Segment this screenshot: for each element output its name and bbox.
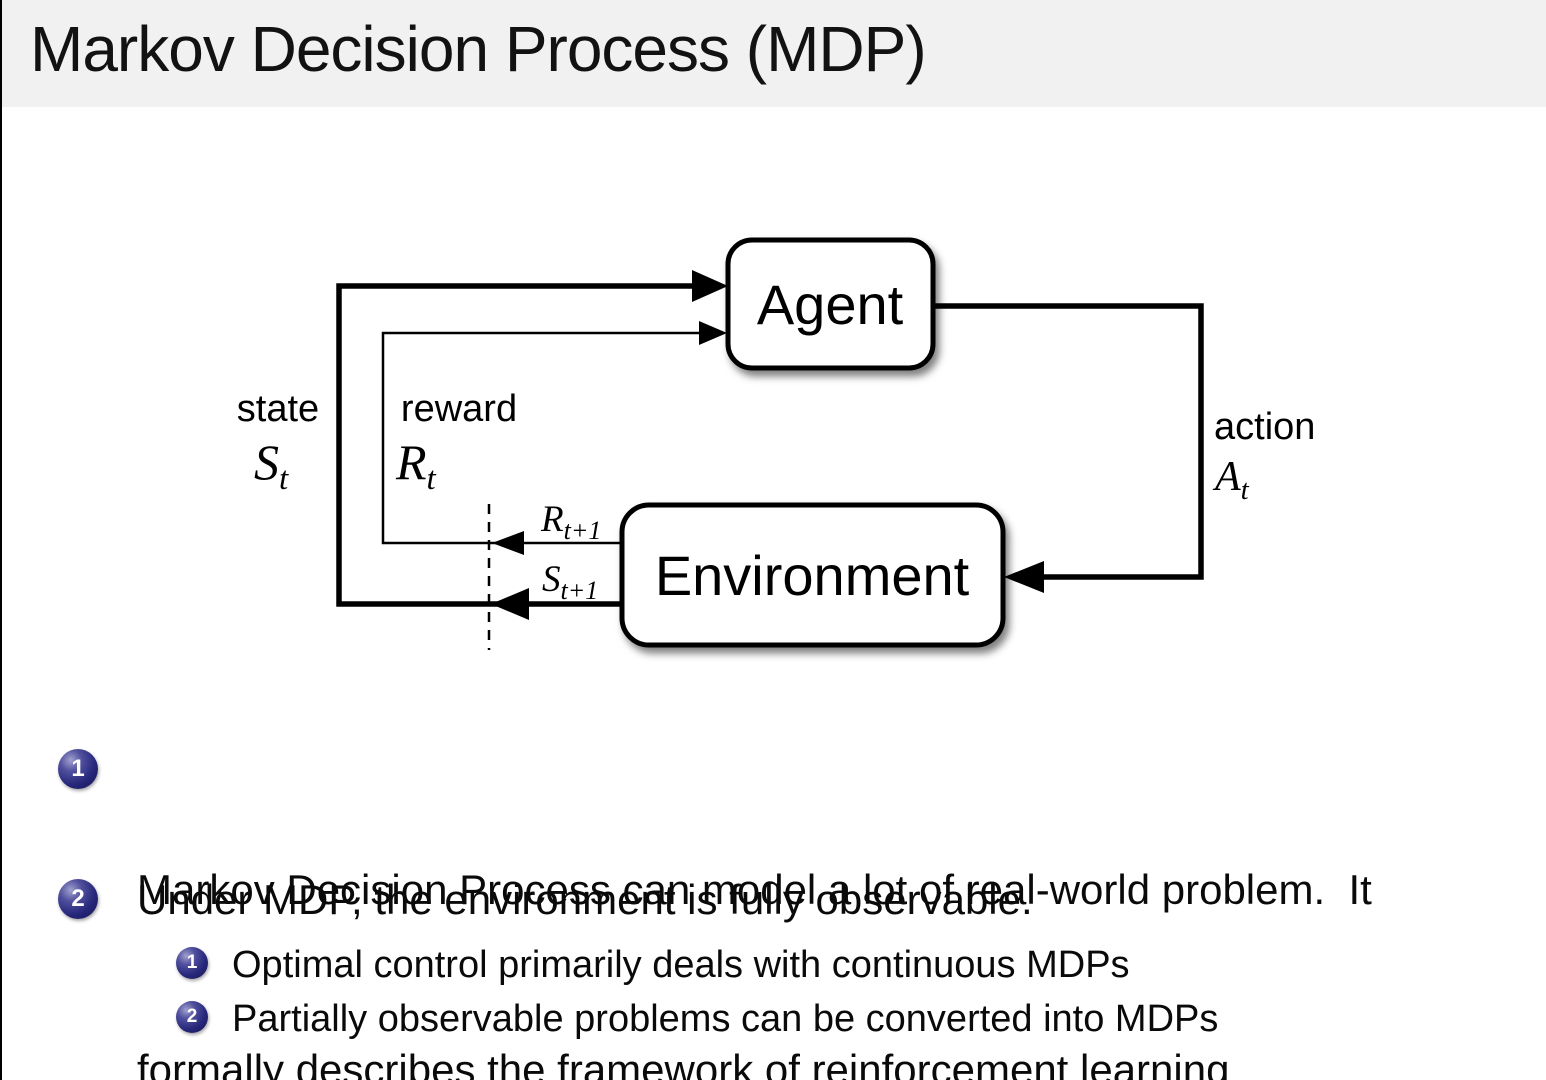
state-label: state xyxy=(237,388,319,430)
page-title: Markov Decision Process (MDP) xyxy=(30,13,927,85)
bullet-item-2: 2 Under MDP, the environment is fully ob… xyxy=(58,870,1518,930)
bullet-1-number-badge: 1 xyxy=(58,749,98,789)
action-line xyxy=(933,303,1204,580)
state-arrowhead-into-agent xyxy=(692,270,728,302)
next-reward-arrowhead xyxy=(492,531,524,555)
action-arrowhead-into-environment xyxy=(1004,561,1044,593)
bullet-2-text: Under MDP, the environment is fully obse… xyxy=(137,876,1033,923)
bullet-1-line-1: Markov Decision Process can model a lot … xyxy=(137,866,1372,913)
reward-label: reward xyxy=(401,388,517,430)
state-symbol: St xyxy=(254,434,289,497)
bullet-2-number-badge: 2 xyxy=(58,879,98,919)
bullet-item-1: 1 Markov Decision Process can model a lo… xyxy=(58,740,1518,1080)
title-band xyxy=(0,0,1546,107)
sub-bullet-2-text: Partially observable problems can be con… xyxy=(232,998,1219,1040)
sub-bullet-item-2: 2 Partially observable problems can be c… xyxy=(176,992,1516,1046)
slide-left-border xyxy=(0,0,2,1080)
agent-box xyxy=(725,237,936,371)
environment-label: Environment xyxy=(655,544,970,607)
sub-bullet-1-text: Optimal control primarily deals with con… xyxy=(232,944,1130,986)
reward-arrowhead-into-agent xyxy=(699,321,727,345)
sub-bullet-2-number-badge: 2 xyxy=(176,1001,208,1033)
action-symbol: At xyxy=(1212,454,1250,506)
mdp-diagram: Agent Environment state St reward Rt Rt+… xyxy=(237,237,1315,650)
sub-bullet-1-number-badge: 1 xyxy=(176,947,208,979)
state-line xyxy=(336,283,698,607)
next-state-symbol: St+1 xyxy=(542,559,598,605)
bullet-1-text: Markov Decision Process can model a lot … xyxy=(137,740,1372,1080)
reward-symbol: Rt xyxy=(395,434,437,497)
bullet-1-line-2: formally describes the framework of rein… xyxy=(137,1046,1230,1080)
action-label: action xyxy=(1214,406,1315,448)
agent-label: Agent xyxy=(757,273,904,336)
sub-bullet-item-1: 1 Optimal control primarily deals with c… xyxy=(176,938,1516,992)
environment-box xyxy=(619,502,1006,648)
next-state-arrowhead xyxy=(491,588,529,620)
next-reward-symbol: Rt+1 xyxy=(540,499,601,545)
